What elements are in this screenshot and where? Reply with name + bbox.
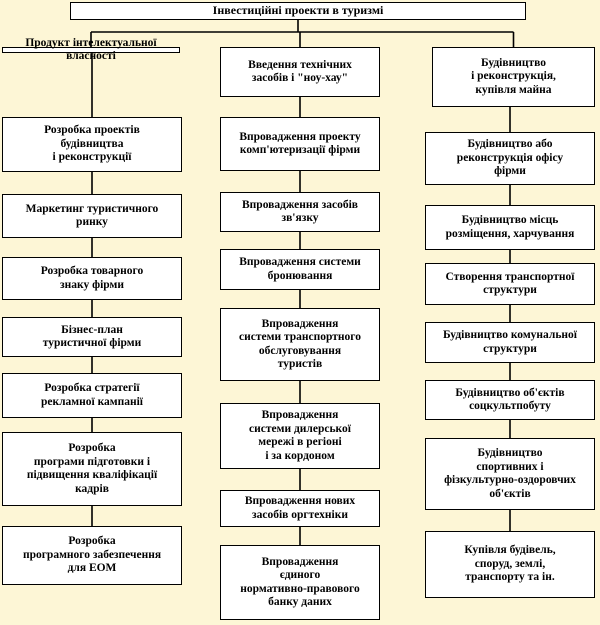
column-1-item: Бізнес-план туристичної фірми [2,317,182,357]
column-1-item: Маркетинг туристичного ринку [2,194,182,238]
column-3-item: Будівництво об'єктів соцкультпобуту [425,380,595,420]
column-3-item: Будівництво або реконструкція офісу фірм… [425,132,595,185]
column-3-item: Купівля будівель, споруд, землі, транспо… [425,531,595,598]
column-1-item: Розробка програмного забезпечення для ЕО… [2,526,182,585]
column-2-item: Впровадження проекту комп'ютеризації фір… [220,117,380,171]
column-2-item: Впровадження системи транспортного обслу… [220,308,380,381]
column-2-item: Впровадження системи дилерської мережі в… [220,403,380,469]
column-2-item: Впровадження системи бронювання [220,249,380,290]
column-3-item: Будівництво комунальної структури [425,322,595,363]
column-2-item: Впровадження нових засобів оргтехніки [220,490,380,527]
column-3-item: Будівництво спортивних і фізкультурно-оз… [425,438,595,510]
column-2-item: Впровадження засобів зв'язку [220,192,380,232]
column-3-item: Створення транспортної структури [425,263,595,305]
column-2-item: Впровадження єдиного нормативно-правовог… [220,545,380,620]
column-3-item: Будівництво місць розміщення, харчування [425,205,595,250]
column-1-header: Продукт інтелектуальної власності [2,37,180,62]
column-1-item: Розробка стратегії рекламної кампанії [2,373,182,418]
column-1-item: Розробка програми підготовки і підвищенн… [2,432,182,506]
column-1-item: Розробка проектів будівництва і реконстр… [2,117,182,172]
column-3-header: Будівництво і реконструкція, купівля май… [432,47,595,107]
column-1-item: Розробка товарного знаку фірми [2,257,182,300]
column-2-header: Введення технічних засобів і "ноу-хау" [220,47,380,97]
diagram-title: Інвестиційні проекти в туризмі [70,2,526,20]
